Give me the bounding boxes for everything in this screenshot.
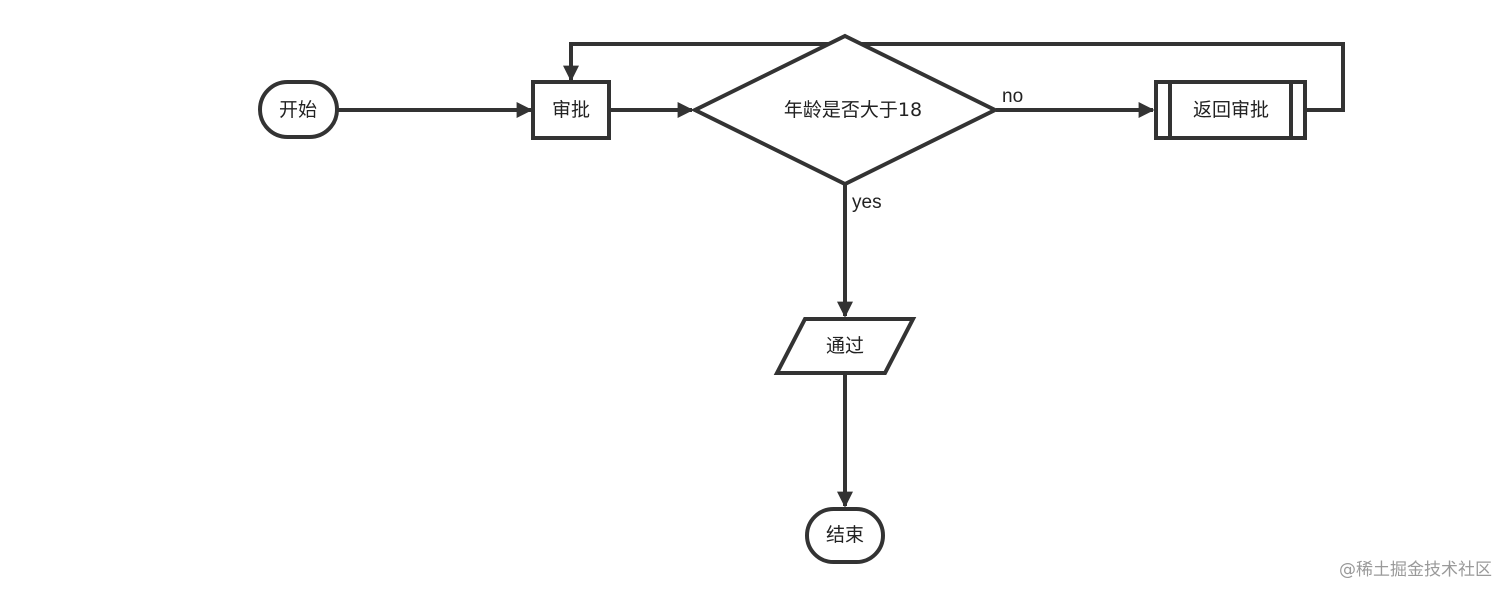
- approve-node: 审批: [531, 80, 611, 140]
- end-node-label: 结束: [826, 524, 864, 546]
- edge-label-no: no: [1002, 86, 1023, 107]
- edge-label-yes: yes: [852, 192, 882, 213]
- watermark: @稀土掘金技术社区: [1339, 560, 1492, 580]
- decision-node: 年龄是否大于18: [690, 33, 1000, 187]
- decision-node-label: 年龄是否大于18: [784, 99, 922, 121]
- start-node: 开始: [258, 80, 339, 139]
- return-approve-node-label: 返回审批: [1193, 99, 1269, 121]
- pass-node: 通过: [773, 317, 917, 375]
- end-node: 结束: [805, 507, 885, 564]
- start-node-label: 开始: [279, 99, 317, 121]
- return-approve-node: 返回审批: [1154, 80, 1307, 140]
- pass-node-label: 通过: [826, 335, 864, 357]
- edge-return-to-approve-loop: [563, 42, 1345, 112]
- approve-node-label: 审批: [552, 99, 590, 121]
